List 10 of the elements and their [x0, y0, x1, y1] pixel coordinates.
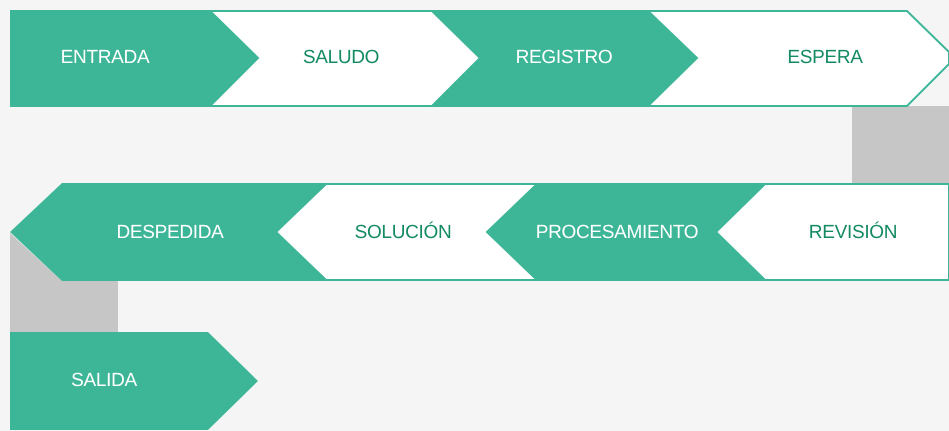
step-label: REVISIÓN [808, 222, 898, 244]
connector-band [852, 106, 949, 184]
step-label: ESPERA [787, 47, 863, 69]
step-label: PROCESAMIENTO [536, 222, 698, 244]
step-label: SALUDO [302, 47, 380, 69]
step-label: DESPEDIDA [116, 222, 224, 244]
step-label: SALIDA [71, 370, 137, 392]
step-label: REGISTRO [516, 47, 612, 69]
step-label: SOLUCIÓN [354, 222, 452, 244]
connector-band [10, 281, 118, 332]
